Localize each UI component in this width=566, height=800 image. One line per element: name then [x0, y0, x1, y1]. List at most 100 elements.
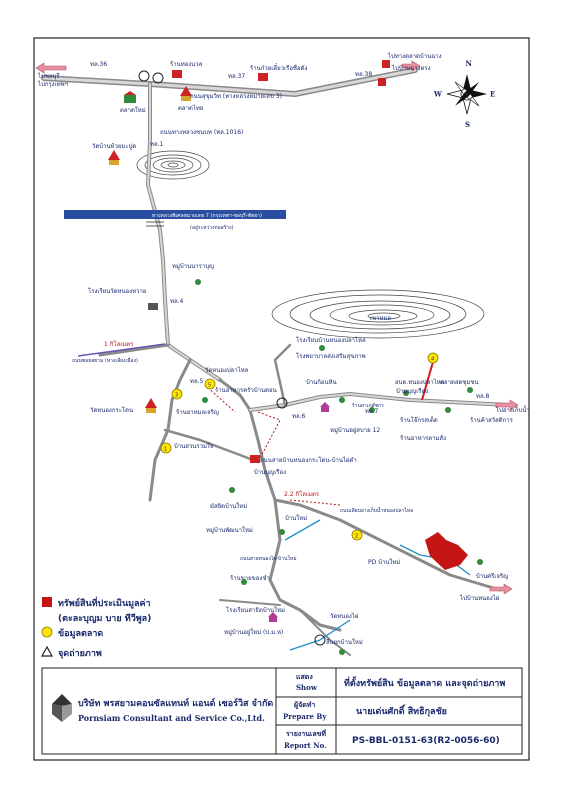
label-shop4: ร้านโจ๊กรสเด็ด: [400, 415, 438, 424]
label-rayong-city: ไปบ้านฉางตรง: [391, 64, 431, 72]
distance-line-1: [77, 343, 166, 357]
compass-w: W: [433, 90, 442, 99]
market-marker-4-label: 4: [431, 357, 434, 363]
label-road-6: ทล.6: [292, 413, 306, 420]
motorway-label: ทางหลวงพิเศษหมายเลข 7 (กรุงเทพฯ-ชลบุรี-พ…: [152, 212, 262, 219]
hill-contour-mid: [271, 289, 485, 339]
label-village7: หมู่บ้านอยู่ใหม่ (ป.ม.ห): [224, 628, 283, 636]
label-temple1: ตลาดไทย: [178, 104, 203, 112]
label-road-8: ทล.8: [476, 393, 490, 400]
label-road-5: ทล.5: [190, 378, 204, 385]
landmark-icons: [108, 60, 483, 655]
crossing-icon: [146, 221, 164, 227]
label-to-rayong: ไปทางตลาดบ้านฉาง: [387, 52, 442, 60]
school-icon: [148, 303, 158, 310]
company-name-en: Pornsiam Consultant and Service Co.,Ltd.: [78, 713, 265, 723]
label-temple5: มัสยิดบ้านใหม่: [210, 502, 247, 510]
label-dist1: 1 กิโลเมตร: [104, 340, 134, 348]
market-marker-2: [351, 529, 363, 541]
motorway-band: [64, 210, 286, 219]
legend-subject-label: ทรัพย์สินที่ประเมินมูลค่า: [58, 596, 151, 609]
photo-point-icon: [152, 72, 164, 84]
subject-property: [425, 532, 468, 570]
legend-subject-swatch: [42, 597, 52, 607]
temple-icon: [108, 150, 120, 165]
label-house3: วัดหนองไผ่: [330, 612, 359, 620]
label-school1: ตลาดใหม่: [120, 106, 146, 114]
route-dashes: [204, 384, 341, 506]
label-village3: ร้านยาเภสัชกร: [352, 402, 384, 409]
label-road-38: ทล.38: [355, 71, 372, 78]
label-village5: หมู่บ้านอยู่สบาย 12: [330, 427, 380, 434]
compass-e: E: [490, 90, 495, 99]
label-shop1: ร้านทองนวล: [170, 61, 203, 68]
label-school8: สี่แยกบ้านใหม่: [326, 638, 363, 646]
market-marker-5: [204, 378, 216, 390]
tree-icon: [477, 559, 483, 565]
map-frame: [33, 37, 530, 761]
house-icon: [320, 402, 330, 412]
tree-icon: [369, 407, 375, 413]
company-logo-icon: [52, 694, 72, 722]
show-value: ที่ตั้งทรัพย์สิน ข้อมูลตลาด และจุดถ่ายภา…: [344, 676, 505, 689]
report-value: PS-BBL-0151-63(R2-0056-60): [352, 736, 500, 746]
label-village6: บ้านใหม่: [285, 514, 307, 522]
school-icon: [124, 91, 136, 103]
tree-icon: [229, 487, 235, 493]
label-road-hwy: ถนนทางหลวงชนบท (ทล.1016): [160, 129, 243, 136]
label-highway-main: ถนนสุขุมวิท (ทางหลวงหมายเลข 3): [190, 93, 282, 100]
house-icon: [268, 612, 278, 622]
label-road-36: ทล.36: [90, 61, 107, 68]
market-marker-4: [427, 352, 439, 364]
title-block: บริษัท พรสยามคอนซัลแทนท์ แอนด์ เซอร์วิส …: [41, 667, 523, 755]
label-road-label2: ถนนเลียบอ่างเก็บน้ำหนองปลาไหล: [340, 505, 413, 514]
legend: ทรัพย์สินที่ประเมินมูลค่า (ตะละบุญม บาย …: [40, 596, 151, 659]
label-school2: โรงเรียนวัดหนองหวาย: [88, 287, 146, 295]
market-marker-3: [171, 388, 183, 400]
label-shop5: ร้านอาหารตามสั่ง: [400, 434, 446, 442]
tree-icon: [241, 579, 247, 585]
label-pd: PD บ้านใหม่: [368, 558, 400, 566]
label-school3: โรงเรียนบ้านหนองปลาไหล: [296, 336, 366, 344]
shop-icon: [382, 60, 390, 68]
label-temple3: วัดหนองปลาไหล: [205, 366, 249, 374]
tree-icon: [339, 397, 345, 403]
label-village4: บ้านบุญเรือง: [254, 468, 286, 476]
legend-photo-icon: [40, 645, 54, 657]
prepare-label-th: ผู้จัดทำ: [294, 700, 315, 710]
shop-icon: [250, 455, 260, 463]
label-market2: ตลาดสดชุมชน: [440, 379, 479, 386]
label-road-southeast: ถนนสายหนองไผ่-บ้านใหม่: [240, 555, 297, 562]
photo-point-icon: [138, 70, 150, 82]
tree-icon: [279, 529, 285, 535]
label-shop2: ร้านก๋วยเตี๋ยวเรือชื่อดัง: [250, 63, 307, 72]
label-to-east: ไปอ่างเก็บน้ำ: [495, 404, 530, 414]
label-road-7: ทล.7: [365, 408, 379, 415]
temple-icon: [145, 398, 157, 413]
label-cond1: บ้านก้อนหิน: [306, 379, 337, 386]
prepare-label-en: Prepare By: [283, 712, 327, 721]
road-network: [41, 67, 512, 656]
link-line-4: [421, 361, 434, 401]
label-office1: อบต.หนองปลาไหล: [395, 378, 445, 386]
label-temple2: วัดบ้านห้วยมะปูด: [92, 143, 136, 150]
label-mountain: เขาหมอ: [370, 315, 391, 322]
legend-market-swatch: [41, 626, 53, 638]
temple-icon: [180, 86, 192, 101]
tree-icon: [403, 390, 409, 396]
label-shop7: บ้านศรีเจริญ: [476, 572, 508, 580]
shop-icon: [378, 78, 386, 86]
compass-rose-icon: N S E W: [433, 59, 495, 129]
tree-icon: [339, 649, 345, 655]
company-name-th: บริษัท พรสยามคอนซัลแทนท์ แอนด์ เซอร์วิส …: [78, 697, 273, 709]
market-marker-1-label: 1: [164, 447, 167, 453]
label-temple-big: วัดหนองกระโดน: [90, 406, 133, 414]
legend-photo-label: จุดถ่ายภาพ: [58, 648, 102, 659]
label-dist2: 2.2 กิโลเมตร: [284, 490, 320, 498]
label-to-bangkok: ไปกรุงเทพฯ: [37, 80, 68, 88]
report-label-th: รายงานเลขที่: [286, 728, 326, 738]
photo-point-icon: [314, 634, 326, 646]
label-market1: ร้านอาหารครัวบ้านดอน: [215, 387, 277, 394]
report-label-en: Report No.: [284, 741, 327, 750]
